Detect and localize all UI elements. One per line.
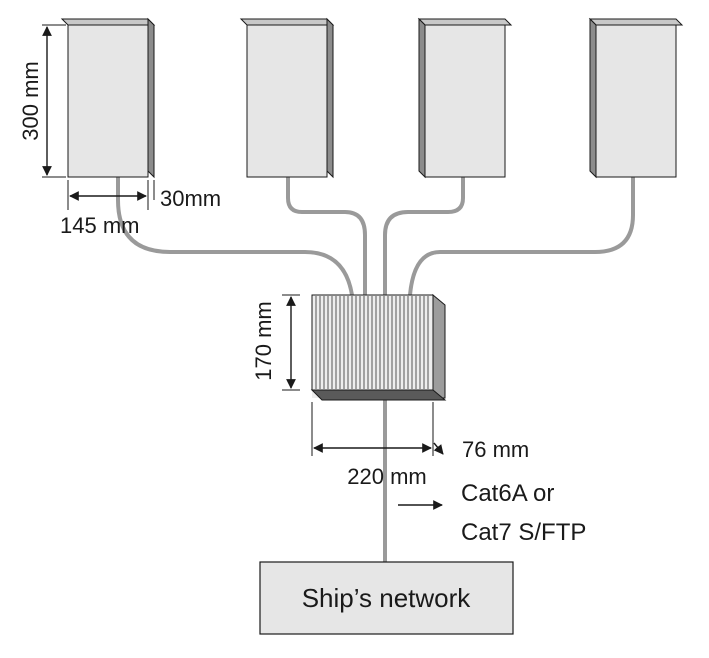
antenna-panel-2 (239, 17, 335, 179)
antenna-panel-4 (588, 17, 684, 179)
cables (116, 176, 635, 564)
junction-box-width-label: 220 mm (347, 464, 426, 489)
cable-antenna-1 (116, 176, 354, 297)
cable-antenna-4 (408, 176, 635, 297)
junction-box-height-label: 170 mm (251, 301, 276, 380)
antenna-height-label: 300 mm (18, 61, 43, 140)
cable-antenna-2 (286, 176, 367, 297)
ships-network-label: Ship’s network (302, 583, 472, 613)
antenna-width-label: 145 mm (60, 213, 139, 238)
junction-box-depth-label: 76 mm (462, 437, 529, 462)
antenna-panel-3 (417, 17, 513, 179)
ships-network-box (259, 561, 514, 635)
junction-box (310, 293, 447, 401)
antenna-depth-label: 30mm (160, 186, 221, 211)
cable-type-line2: Cat7 S/FTP (461, 519, 586, 546)
junction-box-dimensions (282, 294, 444, 456)
antenna-panel-1 (60, 17, 156, 179)
cable-antenna-3 (383, 176, 465, 297)
antenna-dimensions (42, 24, 155, 210)
cable-type-line1: Cat6A or (461, 480, 554, 507)
junction-box-fins (315, 296, 429, 389)
